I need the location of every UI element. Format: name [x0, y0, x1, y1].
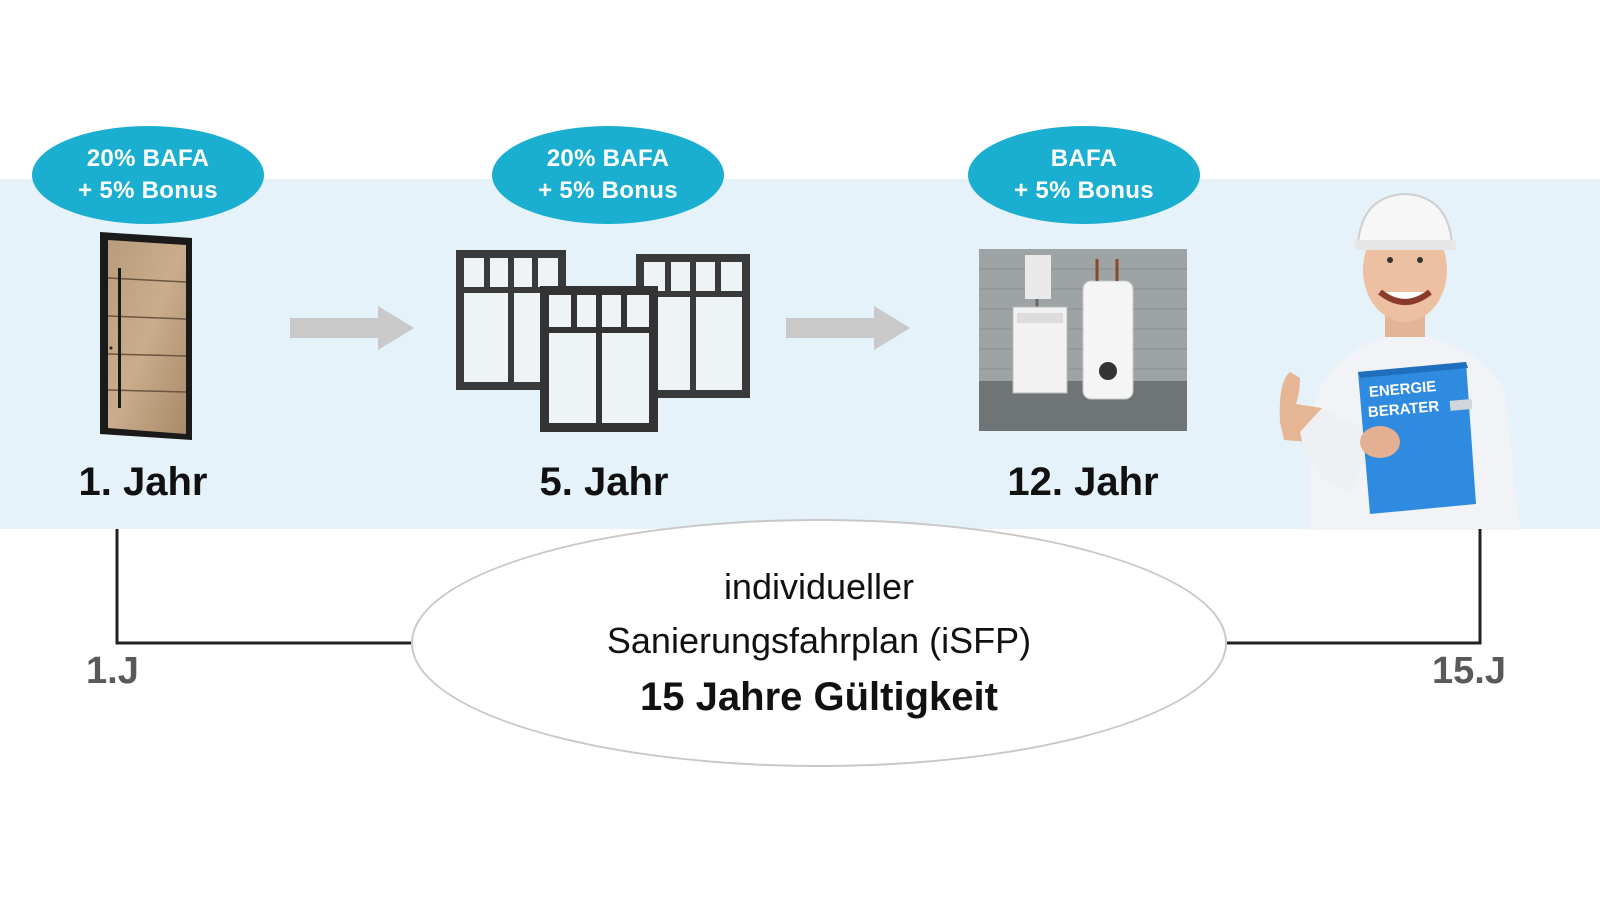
bubble-line-1: 20% BAFA — [86, 145, 210, 172]
year-label-1: 1. Jahr — [78, 460, 208, 504]
bubble-line-1: BAFA — [1050, 145, 1118, 172]
door-icon — [100, 232, 192, 440]
bubble-line-2: + 5% Bonus — [1014, 177, 1154, 204]
bubble-line-2: + 5% Bonus — [78, 177, 218, 204]
arrow-right-icon — [786, 306, 910, 350]
heating-system-icon — [979, 249, 1187, 431]
bubble-line-2: + 5% Bonus — [538, 177, 678, 204]
bafa-bubble-1: 20% BAFA + 5% Bonus — [32, 126, 264, 224]
bubble-line-1: 20% BAFA — [546, 145, 670, 172]
plan-title-line-1: individueller — [723, 566, 915, 607]
plan-validity: 15 Jahre Gültigkeit — [640, 675, 998, 719]
arrow-right-icon — [290, 306, 414, 350]
bafa-bubble-3: BAFA + 5% Bonus — [968, 126, 1200, 224]
timeline-end-label: 15.J — [1432, 650, 1506, 692]
year-label-2: 5. Jahr — [539, 460, 669, 504]
plan-title-line-2: Sanierungsfahrplan (iSFP) — [606, 620, 1032, 661]
year-label-3: 12. Jahr — [1007, 460, 1159, 504]
bafa-bubble-2: 20% BAFA + 5% Bonus — [492, 126, 724, 224]
energy-advisor-icon: ENERGIE BERATER — [1279, 192, 1520, 530]
binder-label-line-2: BERATER — [1367, 398, 1440, 421]
windows-icon — [456, 250, 750, 432]
binder-label-line-1: ENERGIE — [1368, 378, 1437, 401]
timeline-start-label: 1.J — [86, 650, 139, 692]
isfp-ellipse: individueller Sanierungsfahrplan (iSFP) … — [411, 519, 1227, 767]
